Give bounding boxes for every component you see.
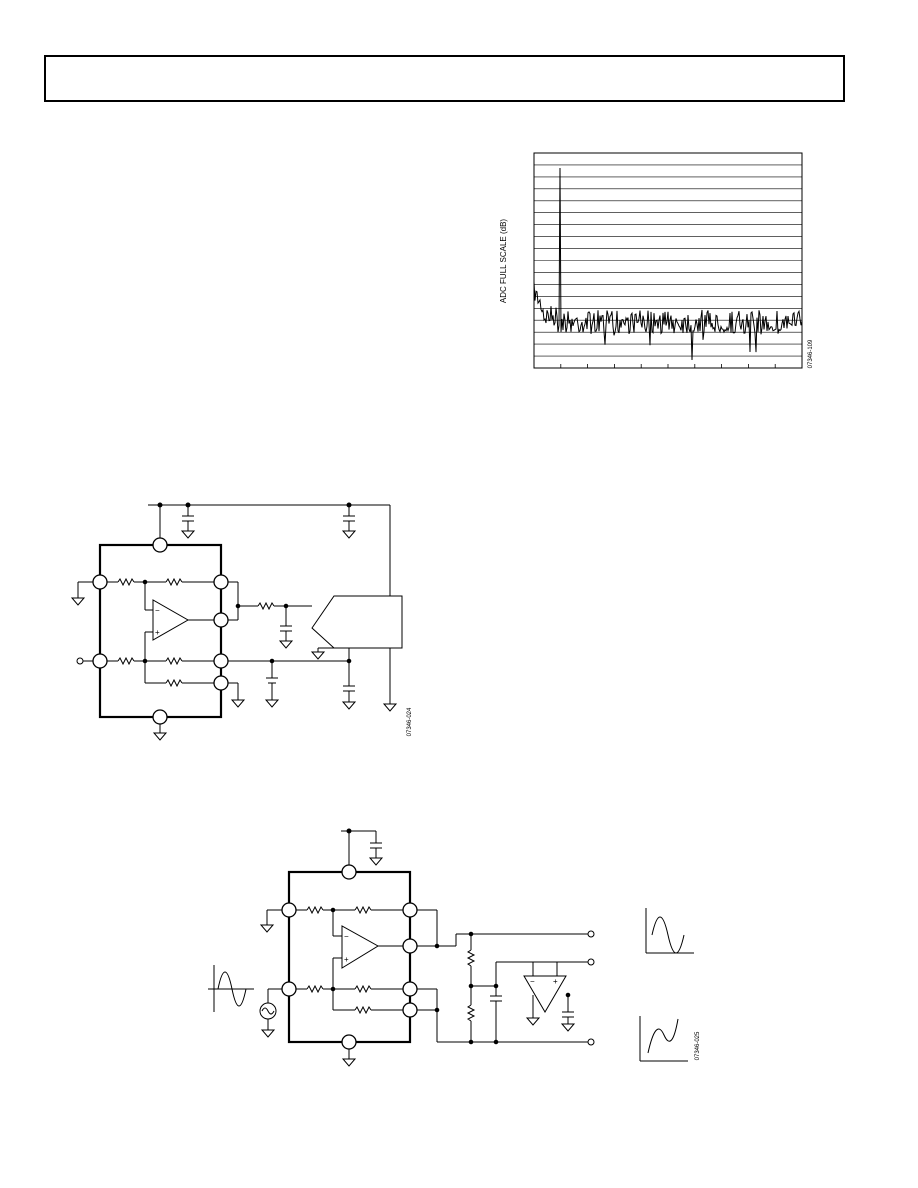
- adc-block: [310, 595, 403, 712]
- left-ground: [70, 581, 93, 606]
- op-amp-pin-signs: −+: [155, 606, 160, 637]
- spectrum-y-axis-label: ADC FULL SCALE (dB): [499, 219, 508, 304]
- bottom-ground-2: [341, 1049, 357, 1067]
- signal-input-terminal: [76, 657, 93, 665]
- internal-resistors: [107, 577, 214, 688]
- svg-text:−: −: [155, 606, 160, 615]
- buffer-amp: [496, 961, 576, 1032]
- output-waveform-top: [645, 908, 694, 954]
- page-header-box: [44, 55, 845, 102]
- reference-net: [152, 648, 357, 741]
- ic-package-outline-2: [287, 870, 412, 1044]
- svg-text:+: +: [155, 628, 160, 637]
- spectrum-x-ticks: [560, 364, 776, 368]
- buffer-amp-signs: −+: [530, 977, 558, 986]
- decoupling-capacitor-2: [341, 505, 357, 539]
- spectrum-figure-code: 07346-109: [808, 339, 814, 368]
- output-waveform-bottom: [639, 1016, 688, 1062]
- level-shift-figure-code: 07346-025: [695, 1031, 701, 1060]
- spectrum-trace: [533, 167, 803, 361]
- svg-text:−: −: [344, 932, 349, 941]
- output-rc-filter: [228, 581, 312, 649]
- output-network: [417, 909, 595, 1046]
- signal-source: [259, 988, 282, 1038]
- op-amp-pin-signs-2: −+: [344, 932, 349, 964]
- svg-text:−: −: [530, 977, 535, 986]
- internal-op-amp: [152, 599, 214, 641]
- internal-op-amp-2: [341, 925, 403, 969]
- internal-resistors-2: [296, 905, 403, 1015]
- ic-pins: [92, 537, 229, 725]
- left-ground-2: [259, 909, 282, 933]
- svg-text:+: +: [344, 955, 349, 964]
- adc-figure-code: 07346-024: [407, 707, 413, 736]
- ic-pins-2: [281, 864, 418, 1050]
- svg-text:+: +: [553, 977, 558, 986]
- input-waveform: [208, 965, 254, 1012]
- decoupling-capacitor-1: [180, 505, 196, 539]
- top-supply: [341, 828, 384, 866]
